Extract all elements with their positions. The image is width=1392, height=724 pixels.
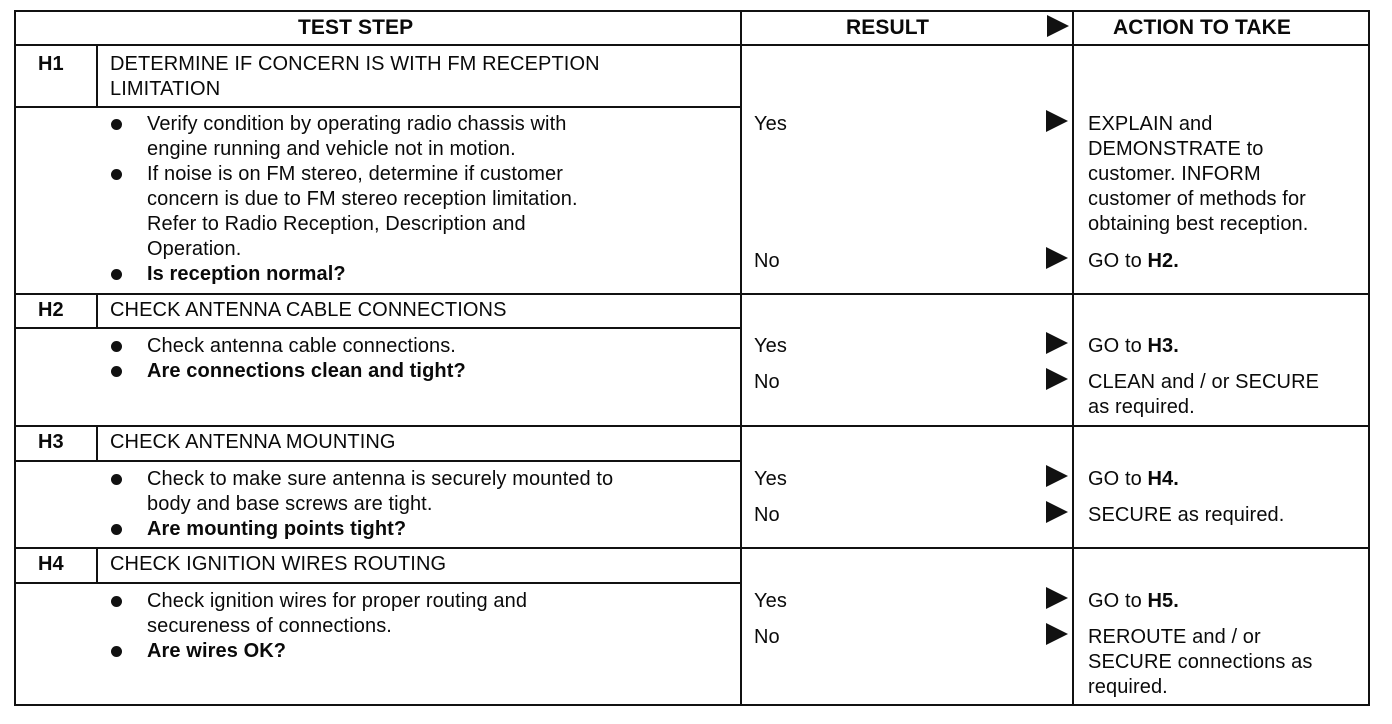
header-action: ACTION TO TAKE (1113, 16, 1291, 39)
arrow-icon (1046, 501, 1068, 523)
result-answer: Yes (754, 590, 787, 612)
bullet-line: body and base screws are tight. (147, 493, 433, 515)
action-line: EXPLAIN and (1088, 113, 1213, 135)
title-divider-h3 (14, 460, 740, 462)
row-divider-h4 (14, 547, 1370, 549)
action-line: obtaining best reception. (1088, 213, 1309, 235)
bullet-line: Check to make sure antenna is securely m… (147, 468, 614, 490)
action-line: as required. (1088, 396, 1195, 418)
title-divider-h1 (14, 106, 740, 108)
bullet-dot (111, 646, 122, 657)
result-answer: No (754, 626, 780, 648)
label-divider-h2 (96, 293, 98, 327)
bullet-line: engine running and vehicle not in motion… (147, 138, 516, 160)
action-line: DEMONSTRATE to (1088, 138, 1264, 160)
step-label-h3: H3 (38, 431, 64, 453)
col-divider-action (1072, 10, 1074, 706)
step-title-line: CHECK ANTENNA CABLE CONNECTIONS (110, 299, 507, 321)
question-line: Are wires OK? (147, 640, 287, 662)
action-line: GO to H3. (1088, 335, 1179, 357)
arrow-icon (1046, 465, 1068, 487)
bullet-line: If noise is on FM stereo, determine if c… (147, 163, 563, 185)
action-line: CLEAN and / or SECURE (1088, 371, 1320, 393)
arrow-icon (1046, 587, 1068, 609)
bullet-dot (111, 341, 122, 352)
header-divider (14, 44, 1370, 46)
action-line: GO to H4. (1088, 468, 1179, 490)
action-line: GO to H5. (1088, 590, 1179, 612)
bullet-line: Operation. (147, 238, 242, 260)
action-line: customer of methods for (1088, 188, 1306, 210)
bullet-dot (111, 596, 122, 607)
bullet-dot (111, 269, 122, 280)
result-answer: No (754, 504, 780, 526)
result-answer: No (754, 371, 780, 393)
title-divider-h4 (14, 582, 740, 584)
bullet-line: concern is due to FM stereo reception li… (147, 188, 578, 210)
result-answer: Yes (754, 335, 787, 357)
step-label-h1: H1 (38, 53, 64, 75)
question-line: Is reception normal? (147, 263, 346, 285)
label-divider-h4 (96, 547, 98, 582)
result-answer: Yes (754, 113, 787, 135)
header-result: RESULT (846, 16, 930, 39)
bullet-dot (111, 119, 122, 130)
step-label-h4: H4 (38, 553, 64, 575)
question-line: Are mounting points tight? (147, 518, 407, 540)
result-answer: Yes (754, 468, 787, 490)
title-divider-h2 (14, 327, 740, 329)
label-divider-h3 (96, 425, 98, 460)
action-line: SECURE as required. (1088, 504, 1285, 526)
result-answer: No (754, 250, 780, 272)
bullet-line: Check ignition wires for proper routing … (147, 590, 528, 612)
bullet-dot (111, 524, 122, 535)
arrow-icon (1046, 110, 1068, 132)
step-title-line: CHECK ANTENNA MOUNTING (110, 431, 396, 453)
question-line: Are connections clean and tight? (147, 360, 466, 382)
action-line: SECURE connections as (1088, 651, 1313, 673)
diagnostic-table (14, 10, 1370, 706)
step-label-h2: H2 (38, 299, 64, 321)
arrow-icon (1046, 623, 1068, 645)
header-arrow-icon (1047, 15, 1069, 37)
action-line: customer. INFORM (1088, 163, 1261, 185)
action-line: REROUTE and / or (1088, 626, 1261, 648)
step-title-line: LIMITATION (110, 78, 221, 100)
row-divider-h2 (14, 293, 1370, 295)
col-divider-result (740, 10, 742, 706)
label-divider-h1 (96, 44, 98, 106)
bullet-dot (111, 366, 122, 377)
arrow-icon (1046, 368, 1068, 390)
bullet-line: secureness of connections. (147, 615, 392, 637)
header-test-step: TEST STEP (298, 16, 414, 39)
step-title-line: CHECK IGNITION WIRES ROUTING (110, 553, 447, 575)
action-line: GO to H2. (1088, 250, 1179, 272)
arrow-icon (1046, 332, 1068, 354)
step-title-line: DETERMINE IF CONCERN IS WITH FM RECEPTIO… (110, 53, 600, 75)
row-divider-h3 (14, 425, 1370, 427)
bullet-line: Check antenna cable connections. (147, 335, 456, 357)
bullet-dot (111, 169, 122, 180)
bullet-line: Verify condition by operating radio chas… (147, 113, 567, 135)
bullet-dot (111, 474, 122, 485)
bullet-line: Refer to Radio Reception, Description an… (147, 213, 526, 235)
action-line: required. (1088, 676, 1168, 698)
arrow-icon (1046, 247, 1068, 269)
